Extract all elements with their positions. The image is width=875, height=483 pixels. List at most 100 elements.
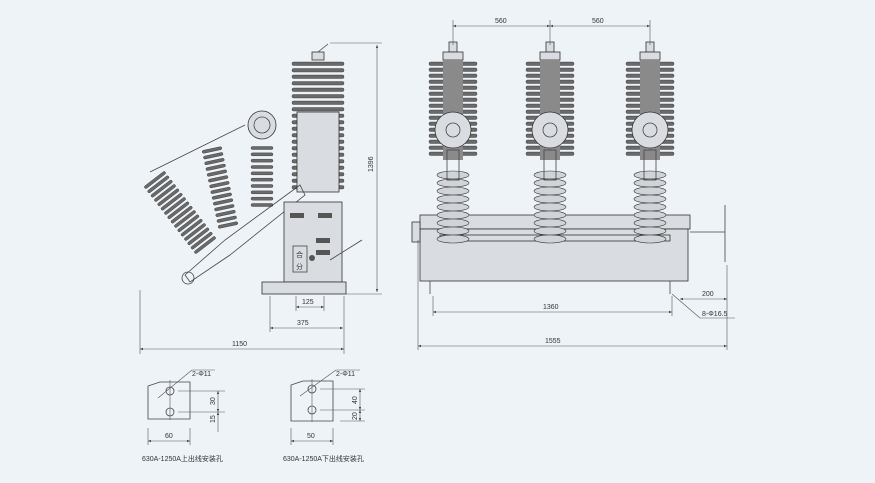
insulator-shed <box>154 184 176 202</box>
insulator-shed <box>215 209 236 217</box>
dim-label-height: 1396 <box>368 156 375 172</box>
side-view: 合 分 <box>144 43 363 295</box>
open-label: 分 <box>296 262 303 271</box>
insulator-shed <box>250 171 274 176</box>
insulator-shed <box>194 236 216 254</box>
insulator-shed <box>180 218 203 237</box>
insulator-shed <box>204 158 225 166</box>
insulator-shed <box>291 94 345 99</box>
caption-upper: 630A-1250A上出线安装孔 <box>142 454 223 463</box>
insulator-shed <box>205 163 226 171</box>
lower-insulator-shed <box>533 194 567 204</box>
dim-label-560-left: 560 <box>495 18 507 25</box>
current-transformer-icon <box>434 111 472 149</box>
insulator-shed <box>177 214 200 233</box>
diagonal-insulator-middle <box>201 146 239 229</box>
holes-label: 2-Φ11 <box>336 371 355 378</box>
insulator-shed <box>174 210 196 228</box>
insulator-shed <box>250 158 274 163</box>
insulator-shed <box>164 197 186 215</box>
dim-label-40: 40 <box>352 396 359 404</box>
insulator-shed <box>147 175 170 194</box>
insulator-shed <box>157 188 180 207</box>
insulator-shed <box>160 192 183 211</box>
lower-insulator-shed <box>533 186 567 196</box>
insulator-shed <box>250 196 274 201</box>
dim-label-1150: 1150 <box>232 341 247 348</box>
dim-label-50: 50 <box>307 433 315 440</box>
terminal-plate <box>290 380 334 422</box>
leader-holes <box>671 293 701 319</box>
ct-ring <box>247 110 277 140</box>
insulator-shed <box>190 231 213 250</box>
indicator-a <box>316 238 330 243</box>
leader <box>157 369 193 399</box>
lower-insulator-shed <box>533 218 567 228</box>
insulator-shed <box>211 192 232 200</box>
insulator-shed <box>214 204 235 212</box>
terminal-plate <box>147 381 191 420</box>
ct-inner <box>445 122 461 138</box>
insulator-shed <box>213 198 234 206</box>
side-column-body <box>296 111 340 193</box>
insulator-shed <box>250 146 274 150</box>
pole-cap <box>442 51 464 61</box>
insulator-shed <box>210 186 231 194</box>
dim-label-200: 200 <box>702 291 714 298</box>
lower-insulator-shed <box>633 202 667 212</box>
pole-connector <box>543 149 557 181</box>
caption-lower: 630A-1250A下出线安装孔 <box>283 454 364 463</box>
insulator-shed <box>216 215 237 223</box>
detail-upper-terminal: 2-Φ11 30 15 60 630A-1250A上出线安装孔 <box>142 369 225 463</box>
pole-cap <box>539 51 561 61</box>
insulator-shed <box>291 81 345 86</box>
insulator-shed <box>208 175 229 183</box>
insulator-shed <box>250 190 274 195</box>
side-base <box>261 281 347 295</box>
insulator-shed <box>250 184 274 188</box>
close-open-panel <box>292 245 308 273</box>
dim-label-1555: 1555 <box>545 338 561 345</box>
dim-label-30: 30 <box>210 397 217 405</box>
insulator-shed <box>150 179 173 198</box>
lower-insulator-shed <box>633 170 667 180</box>
dim-label-375: 375 <box>297 320 309 327</box>
operating-link <box>184 184 306 283</box>
lower-insulator-shed <box>533 210 567 220</box>
insulator-shed <box>184 223 206 241</box>
insulator-shed <box>217 221 239 229</box>
insulator-shed <box>187 227 210 246</box>
poles <box>428 41 675 244</box>
ct-inner <box>542 122 558 138</box>
dim-label-holes: 8-Φ16.5 <box>702 311 728 318</box>
indicator-right <box>318 213 332 218</box>
indicator-b <box>316 250 330 255</box>
handle <box>329 239 363 261</box>
insulator-shed <box>291 100 345 105</box>
top-terminal <box>317 43 329 53</box>
ct-inner <box>642 122 658 138</box>
insulator-shed <box>209 181 230 189</box>
lower-insulator-shed <box>633 194 667 204</box>
side-arm <box>149 124 246 173</box>
dim-label-60: 60 <box>165 433 173 440</box>
insulator-shed <box>291 61 345 66</box>
insulator-shed <box>206 169 227 177</box>
ct-ring-inner <box>253 116 271 134</box>
leader <box>299 369 337 397</box>
dim-label-560-right: 560 <box>592 18 604 25</box>
current-transformer-icon <box>631 111 669 149</box>
current-transformer-icon <box>531 111 569 149</box>
lower-insulator-shed <box>633 186 667 196</box>
lower-insulator-shed <box>633 226 667 236</box>
pole-connector <box>446 149 460 181</box>
insulator-shed <box>291 68 345 73</box>
dim-label-125: 125 <box>302 299 314 306</box>
lower-insulator-shed <box>533 202 567 212</box>
pole-connector <box>643 149 657 181</box>
lower-insulator-shed <box>633 210 667 220</box>
insulator-shed <box>250 165 274 169</box>
insulator-shed <box>144 171 166 189</box>
lower-insulator-shed <box>533 234 567 244</box>
